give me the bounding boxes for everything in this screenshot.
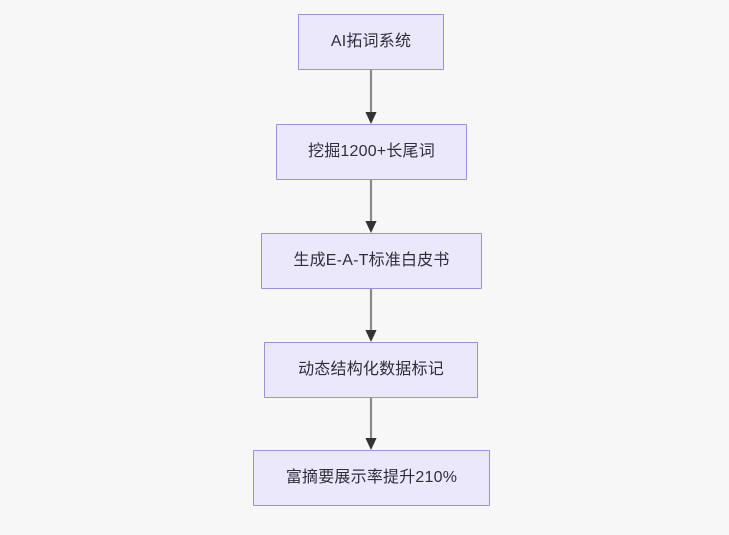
flow-edge-n4-n5 bbox=[359, 398, 383, 450]
flow-node-dynamic-structured-data-markup[interactable]: 动态结构化数据标记 bbox=[264, 342, 478, 398]
flow-node-label: 生成E-A-T标准白皮书 bbox=[293, 252, 450, 269]
flow-node-rich-snippet-ctr-uplift[interactable]: 富摘要展示率提升210% bbox=[253, 450, 490, 506]
flow-edge-n1-n2 bbox=[359, 70, 383, 124]
flow-edge-n2-n3 bbox=[359, 180, 383, 233]
flow-edge-n3-n4 bbox=[359, 289, 383, 342]
flow-node-label: 动态结构化数据标记 bbox=[298, 361, 444, 378]
flow-node-ai-keyword-system[interactable]: AI拓词系统 bbox=[298, 14, 444, 70]
flow-node-label: 挖掘1200+长尾词 bbox=[308, 143, 435, 160]
flow-node-label: 富摘要展示率提升210% bbox=[285, 469, 458, 486]
flow-node-generate-eat-whitepaper[interactable]: 生成E-A-T标准白皮书 bbox=[261, 233, 482, 289]
flow-node-mine-longtail-keywords[interactable]: 挖掘1200+长尾词 bbox=[276, 124, 467, 180]
flow-node-label: AI拓词系统 bbox=[330, 33, 412, 50]
